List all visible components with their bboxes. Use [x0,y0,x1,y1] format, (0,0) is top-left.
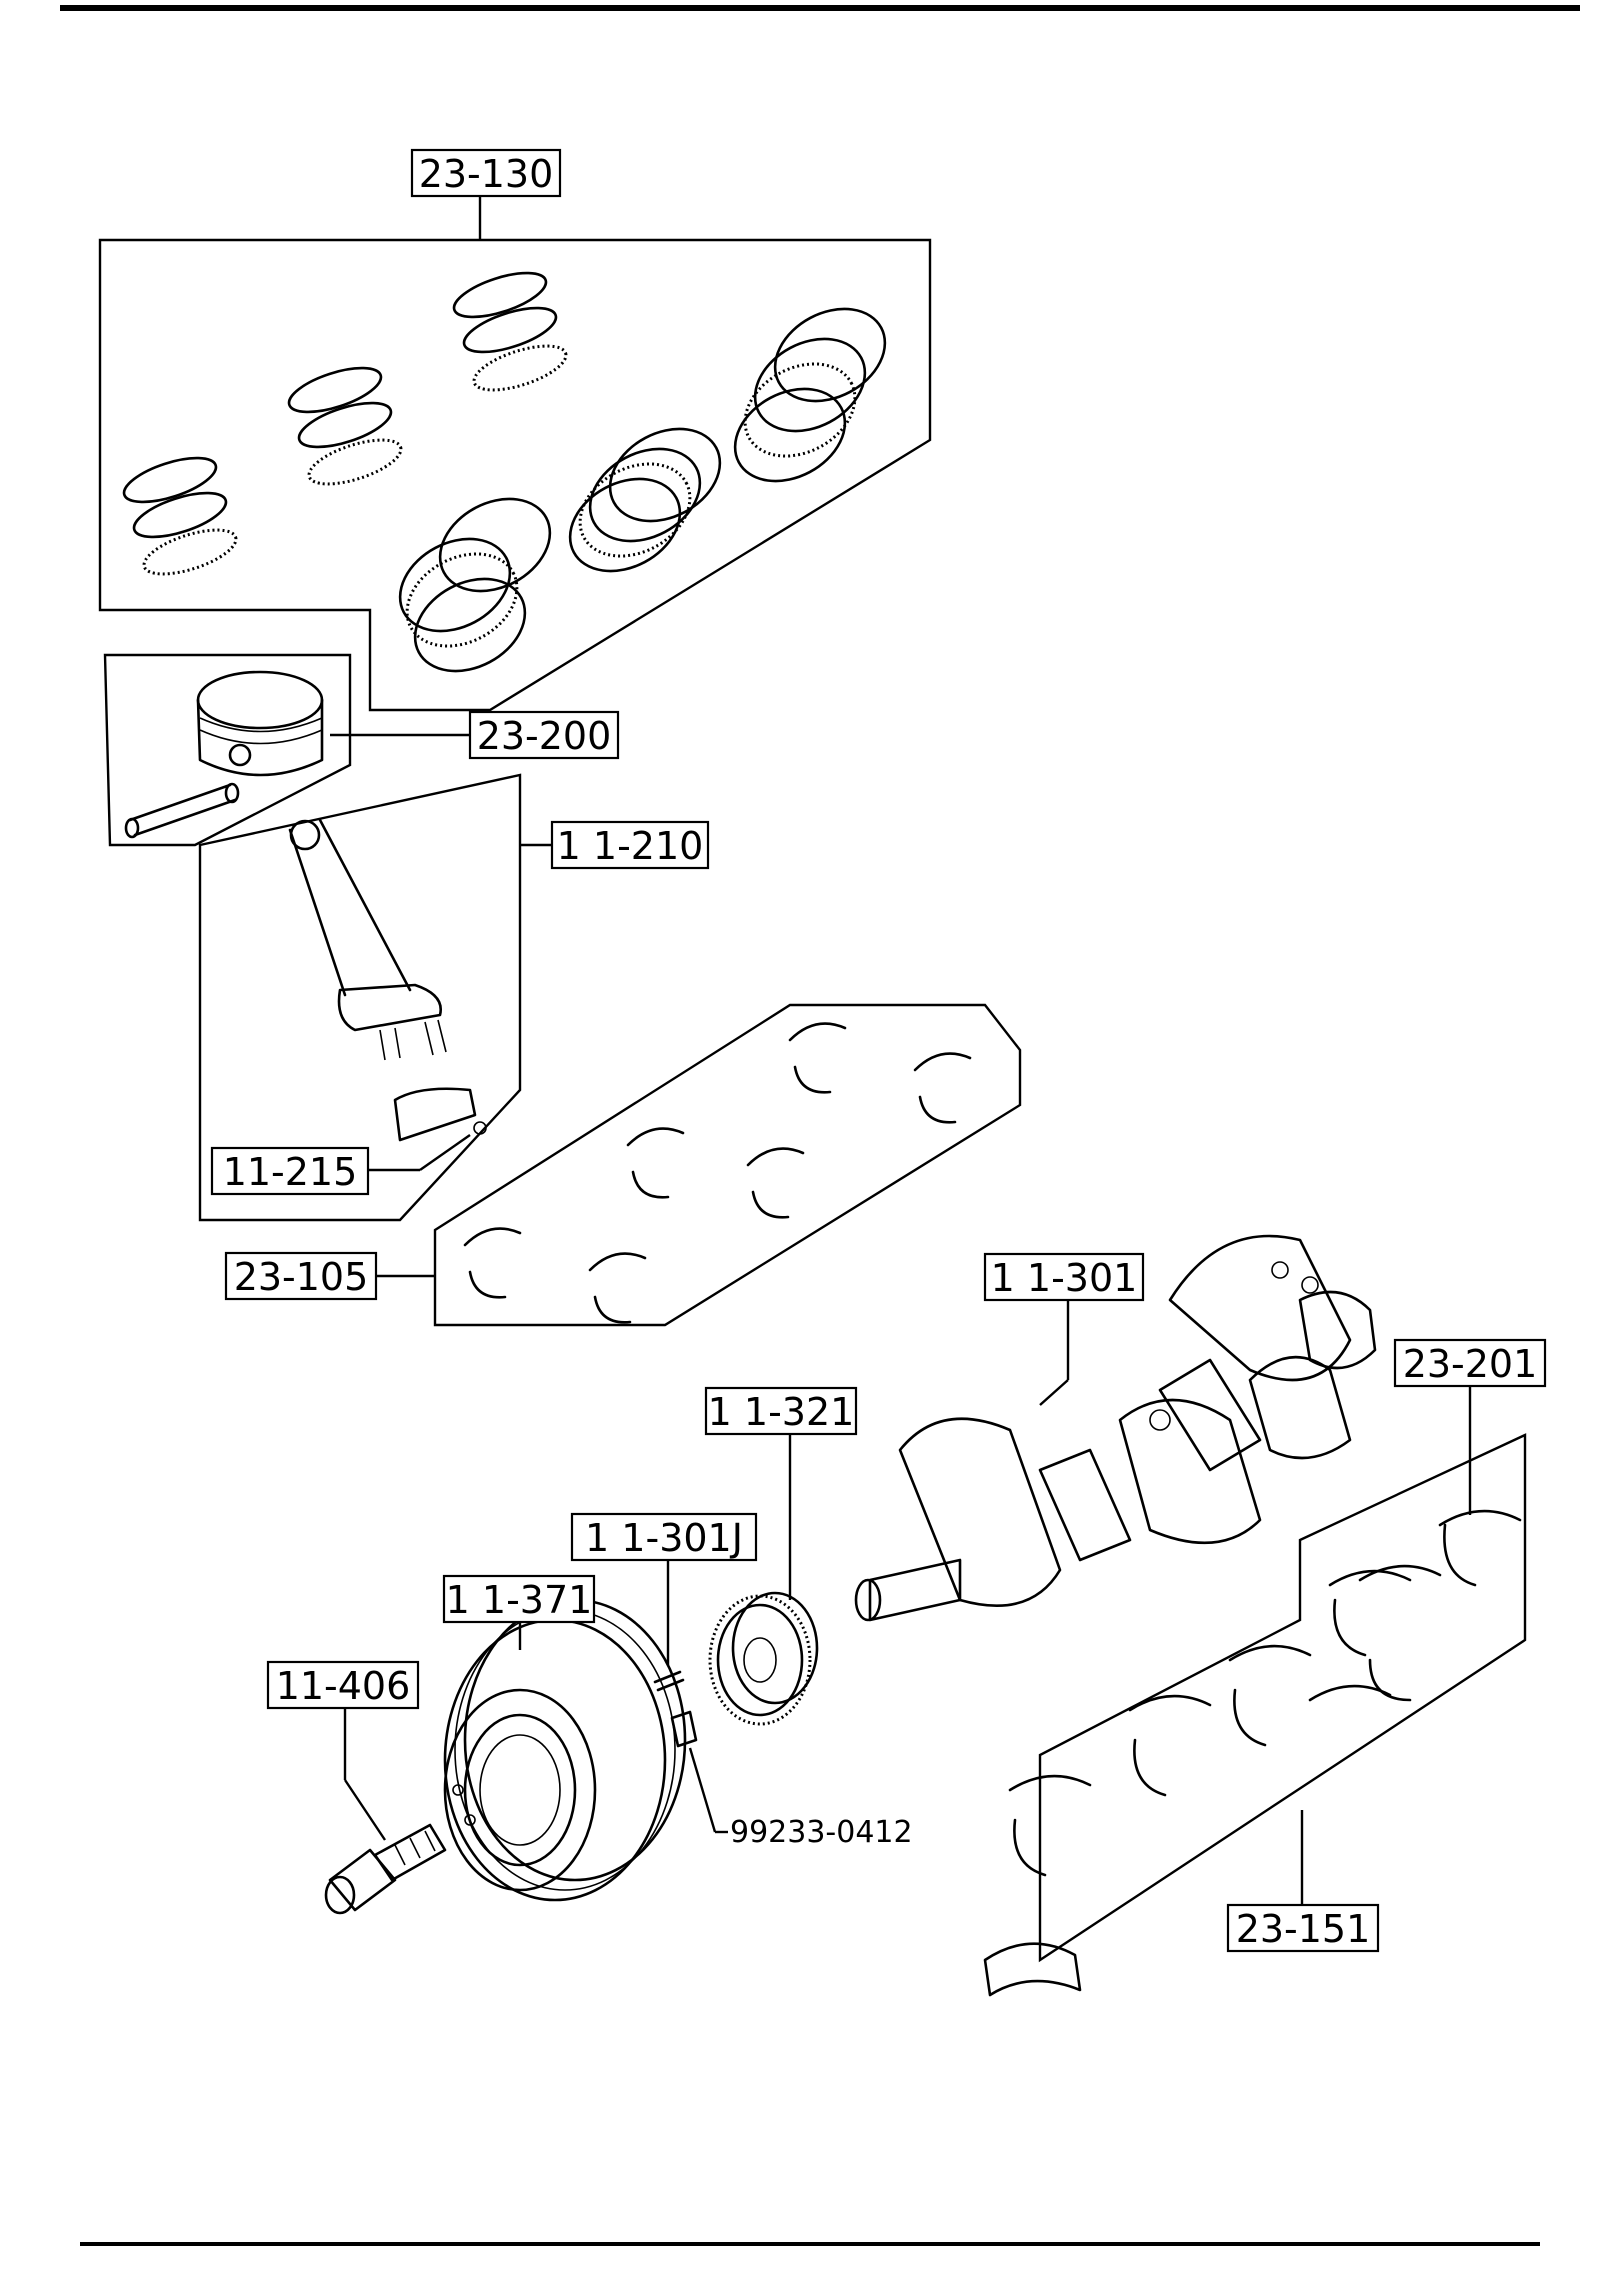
piston-group [103,653,470,847]
callout-label: 1 1-301 [991,1256,1138,1300]
ring-set-1 [122,456,238,576]
lower-bearing-shells [983,1564,1442,1997]
callout-23-200: 23-200 [468,710,620,760]
thrust-bearing-group [1438,1386,1522,1587]
dowel-pin-label: 99233-0412 [730,1815,913,1850]
callout-label: 23-200 [477,714,612,758]
callout-11-371: 1 1-371 [442,1574,596,1624]
crank-gear-group [708,1434,819,1726]
callout-label: 11-406 [276,1664,411,1708]
bearing-shells [463,1022,972,1324]
callout-label: 23-201 [1403,1342,1538,1386]
callout-label: 1 1-210 [557,824,704,868]
ring-set-4 [398,497,552,673]
callout-label: 1 1-321 [708,1390,855,1434]
callout-23-105: 23-105 [224,1251,378,1301]
callout-11-215: 11-215 [210,1146,370,1196]
callout-11-406: 11-406 [266,1660,420,1710]
crankshaft [854,1234,1377,1622]
ring-set-2 [287,366,403,486]
piston [196,670,324,777]
pulley-bolt [324,1823,447,1915]
callout-11-321: 1 1-321 [704,1386,858,1436]
ring-set-3 [452,271,568,392]
main-bearings-group [375,1003,1022,1327]
callout-label: 1 1-371 [446,1578,593,1622]
pulley [443,1598,687,1902]
callout-23-130: 23-130 [410,148,562,198]
callout-label: 23-151 [1236,1907,1371,1951]
callout-23-201: 23-201 [1393,1338,1547,1388]
callout-23-151: 23-151 [1226,1903,1380,1953]
callout-label: 23-130 [419,152,554,196]
callout-label: 11-215 [223,1150,358,1194]
lower-bearings-group [983,1433,1527,1997]
ring-set-6 [733,307,887,483]
piston-ring-group [98,195,932,712]
callout-11-210: 1 1-210 [550,820,710,870]
connecting-rod-group [198,773,552,1222]
callout-11-301: 1 1-301 [983,1252,1145,1302]
crankshaft-group [854,1234,1377,1622]
piston-pin [124,782,240,839]
pulley-group [443,1598,687,1902]
crank-gear [708,1591,819,1726]
callout-label: 1 1-301J [585,1516,743,1560]
callout-11-301J: 1 1-301J [570,1512,758,1562]
pulley-bolt-group [324,1708,447,1915]
callout-label: 23-105 [234,1255,369,1299]
ring-set-5 [568,427,722,573]
connecting-rod [288,818,487,1142]
